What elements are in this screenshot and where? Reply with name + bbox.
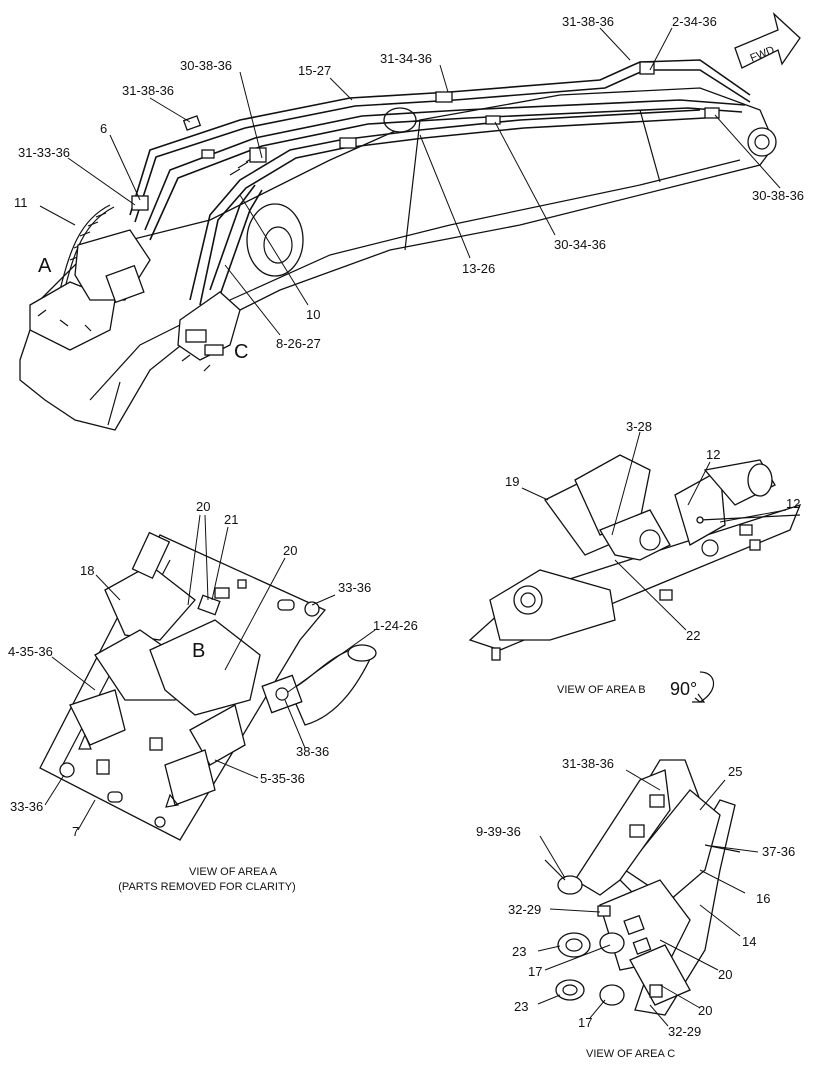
area-letter-b: B [192, 640, 205, 662]
callout-area-a-20-a: 20 [196, 499, 210, 514]
callout-area-a-7: 7 [72, 824, 79, 839]
callout-30-34-36: 30-34-36 [554, 237, 606, 252]
callout-area-c-37-36: 37-36 [762, 844, 795, 859]
callout-area-c-23-b: 23 [514, 999, 528, 1014]
area-c-view: 31-38-36 25 9-39-36 37-36 16 32-29 14 23… [476, 756, 795, 1060]
callout-area-c-20-a: 20 [718, 967, 732, 982]
area-b-rotation: 90° [670, 679, 697, 699]
area-a-caption-sub: (PARTS REMOVED FOR CLARITY) [118, 881, 295, 893]
callout-area-b-12-b: 12 [786, 496, 800, 511]
callout-31-38-36-b: 31-38-36 [122, 83, 174, 98]
callout-area-a-33-36-a: 33-36 [338, 580, 371, 595]
callout-2-34-36: 2-34-36 [672, 14, 717, 29]
area-a-view: 20 21 20 18 33-36 1-24-26 4-35-36 38-36 … [8, 499, 418, 893]
callout-30-38-36-a: 30-38-36 [180, 58, 232, 73]
area-letter-a: A [38, 255, 52, 277]
callout-area-c-17-a: 17 [528, 964, 542, 979]
boom-assembly-view: FWD 31-38-36 2-34-36 30-38-36 15-27 31-3… [14, 12, 804, 431]
callout-6: 6 [100, 121, 107, 136]
callout-8-26-27: 8-26-27 [276, 336, 321, 351]
callout-10: 10 [306, 307, 320, 322]
callout-area-c-23-a: 23 [512, 944, 526, 959]
callout-30-38-36-b: 30-38-36 [752, 188, 804, 203]
callout-area-c-31-38-36: 31-38-36 [562, 756, 614, 771]
callout-area-c-17-b: 17 [578, 1015, 592, 1030]
callout-area-a-18: 18 [80, 563, 94, 578]
callout-area-a-5-35-36: 5-35-36 [260, 771, 305, 786]
callout-13-26: 13-26 [462, 261, 495, 276]
area-c-caption: VIEW OF AREA C [586, 1048, 675, 1060]
callout-area-b-19: 19 [505, 474, 519, 489]
callout-area-c-32-29-b: 32-29 [668, 1024, 701, 1039]
callout-area-c-20-b: 20 [698, 1003, 712, 1018]
callout-area-a-4-35-36: 4-35-36 [8, 644, 53, 659]
callout-15-27: 15-27 [298, 63, 331, 78]
callout-area-b-12-a: 12 [706, 447, 720, 462]
callout-area-b-3-28: 3-28 [626, 419, 652, 434]
callout-area-c-25: 25 [728, 764, 742, 779]
callout-area-c-32-29-a: 32-29 [508, 902, 541, 917]
callout-area-a-38-36: 38-36 [296, 744, 329, 759]
callout-11: 11 [14, 195, 28, 210]
callout-area-a-21: 21 [224, 512, 238, 527]
callout-area-a-20-b: 20 [283, 543, 297, 558]
callout-area-c-9-39-36: 9-39-36 [476, 824, 521, 839]
area-b-caption: VIEW OF AREA B [557, 684, 646, 696]
area-b-view: 3-28 19 12 12 22 VIEW OF AREA B 90° [468, 419, 802, 703]
callout-area-b-22: 22 [686, 628, 700, 643]
callout-area-a-1-24-26: 1-24-26 [373, 618, 418, 633]
area-a-caption: VIEW OF AREA A [189, 866, 278, 878]
callout-31-33-36: 31-33-36 [18, 145, 70, 160]
callout-31-38-36-a: 31-38-36 [562, 14, 614, 29]
callout-31-34-36: 31-34-36 [380, 51, 432, 66]
callout-area-c-16: 16 [756, 891, 770, 906]
callout-area-c-14: 14 [742, 934, 756, 949]
callout-area-a-33-36-b: 33-36 [10, 799, 43, 814]
area-letter-c: C [234, 341, 248, 363]
